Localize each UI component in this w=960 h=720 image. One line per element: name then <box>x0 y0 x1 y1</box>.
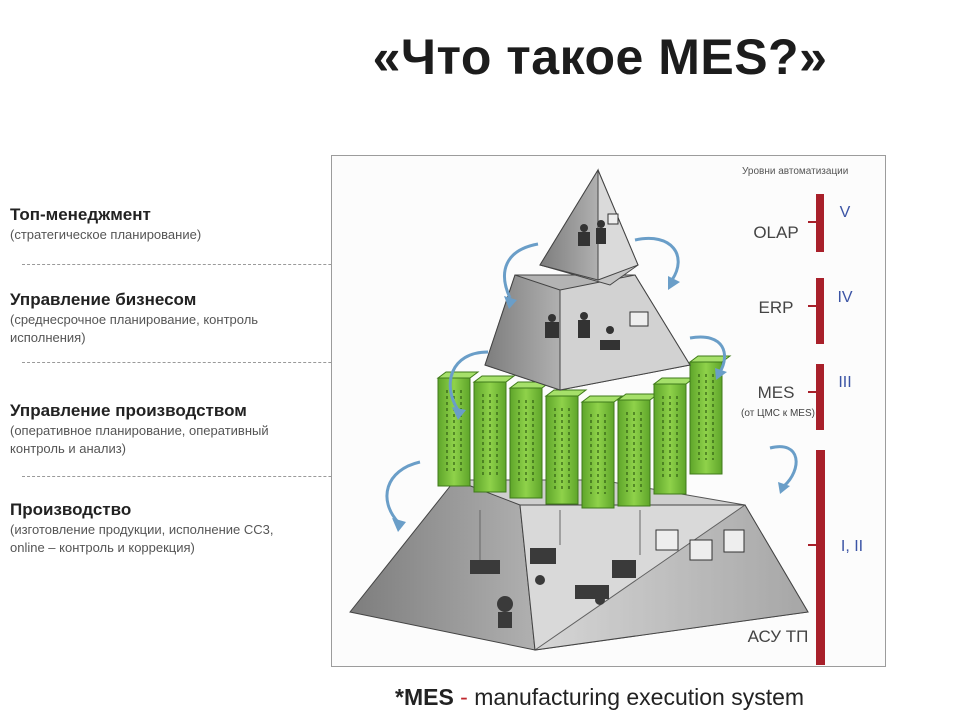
levels-header: Уровни автоматизации <box>742 166 848 177</box>
mes-module-block-top <box>472 375 516 383</box>
level-description: (стратегическое планирование) <box>10 227 202 242</box>
pyramid-tier-production <box>349 479 809 651</box>
level-description: (среднесрочное планирование, контроль ис… <box>10 312 259 345</box>
mes-module-block-top <box>544 389 588 397</box>
arrow-icon <box>385 237 798 524</box>
footer-separator: - <box>453 684 475 710</box>
system-mes-note: (от ЦМС к MES) <box>741 408 815 419</box>
level-bar-i-ii <box>808 450 825 665</box>
level-heading: Управление производством <box>10 401 247 420</box>
level-label-production-management: Управление производством (оперативное пл… <box>10 400 269 458</box>
system-olap: OLAP <box>753 223 798 242</box>
footer-definition: *MES - manufacturing execution system <box>395 684 804 711</box>
mes-module-block-top <box>688 355 732 363</box>
pyramid-tier-top <box>539 168 639 286</box>
level-bar-iii <box>808 364 824 430</box>
level-heading: Производство <box>10 500 132 519</box>
mes-module-block-top <box>652 377 696 385</box>
page-title: «Что такое MES?» <box>372 29 828 85</box>
mes-module-block <box>581 401 615 509</box>
level-label-business-management: Управление бизнесом (среднесрочное плани… <box>10 289 258 347</box>
level-bar-iv <box>808 278 824 344</box>
level-roman-iii: III <box>838 374 851 391</box>
footer-abbr: *MES <box>395 684 454 710</box>
mes-module-block-top <box>616 393 660 401</box>
pyramid-tier-business <box>484 274 691 391</box>
level-roman-iv: IV <box>837 289 852 306</box>
level-label-top-management: Топ-менеджмент (стратегическое планирова… <box>10 204 201 244</box>
divider-line <box>22 264 482 265</box>
level-label-production: Производство (изготовление продукции, ис… <box>10 499 274 557</box>
mes-module-block-top <box>580 395 624 403</box>
divider-line <box>22 476 452 477</box>
footer-text: manufacturing execution system <box>474 684 805 710</box>
mes-module-block-top <box>436 371 480 379</box>
level-heading: Топ-менеджмент <box>10 205 151 224</box>
system-acs: АСУ ТП <box>748 627 809 646</box>
system-erp: ERP <box>759 298 794 317</box>
divider-line <box>22 362 502 363</box>
level-heading: Управление бизнесом <box>10 290 197 309</box>
mes-module-block <box>617 399 651 507</box>
level-bar-v <box>808 194 824 252</box>
level-description: (оперативное планирование, оперативный к… <box>10 423 269 456</box>
system-mes: MES <box>758 383 795 402</box>
arrow-icon <box>392 276 790 532</box>
level-description: (изготовление продукции, исполнение СС3,… <box>10 522 274 555</box>
level-roman-i-ii: I, II <box>841 538 863 555</box>
level-roman-v: V <box>840 204 851 221</box>
